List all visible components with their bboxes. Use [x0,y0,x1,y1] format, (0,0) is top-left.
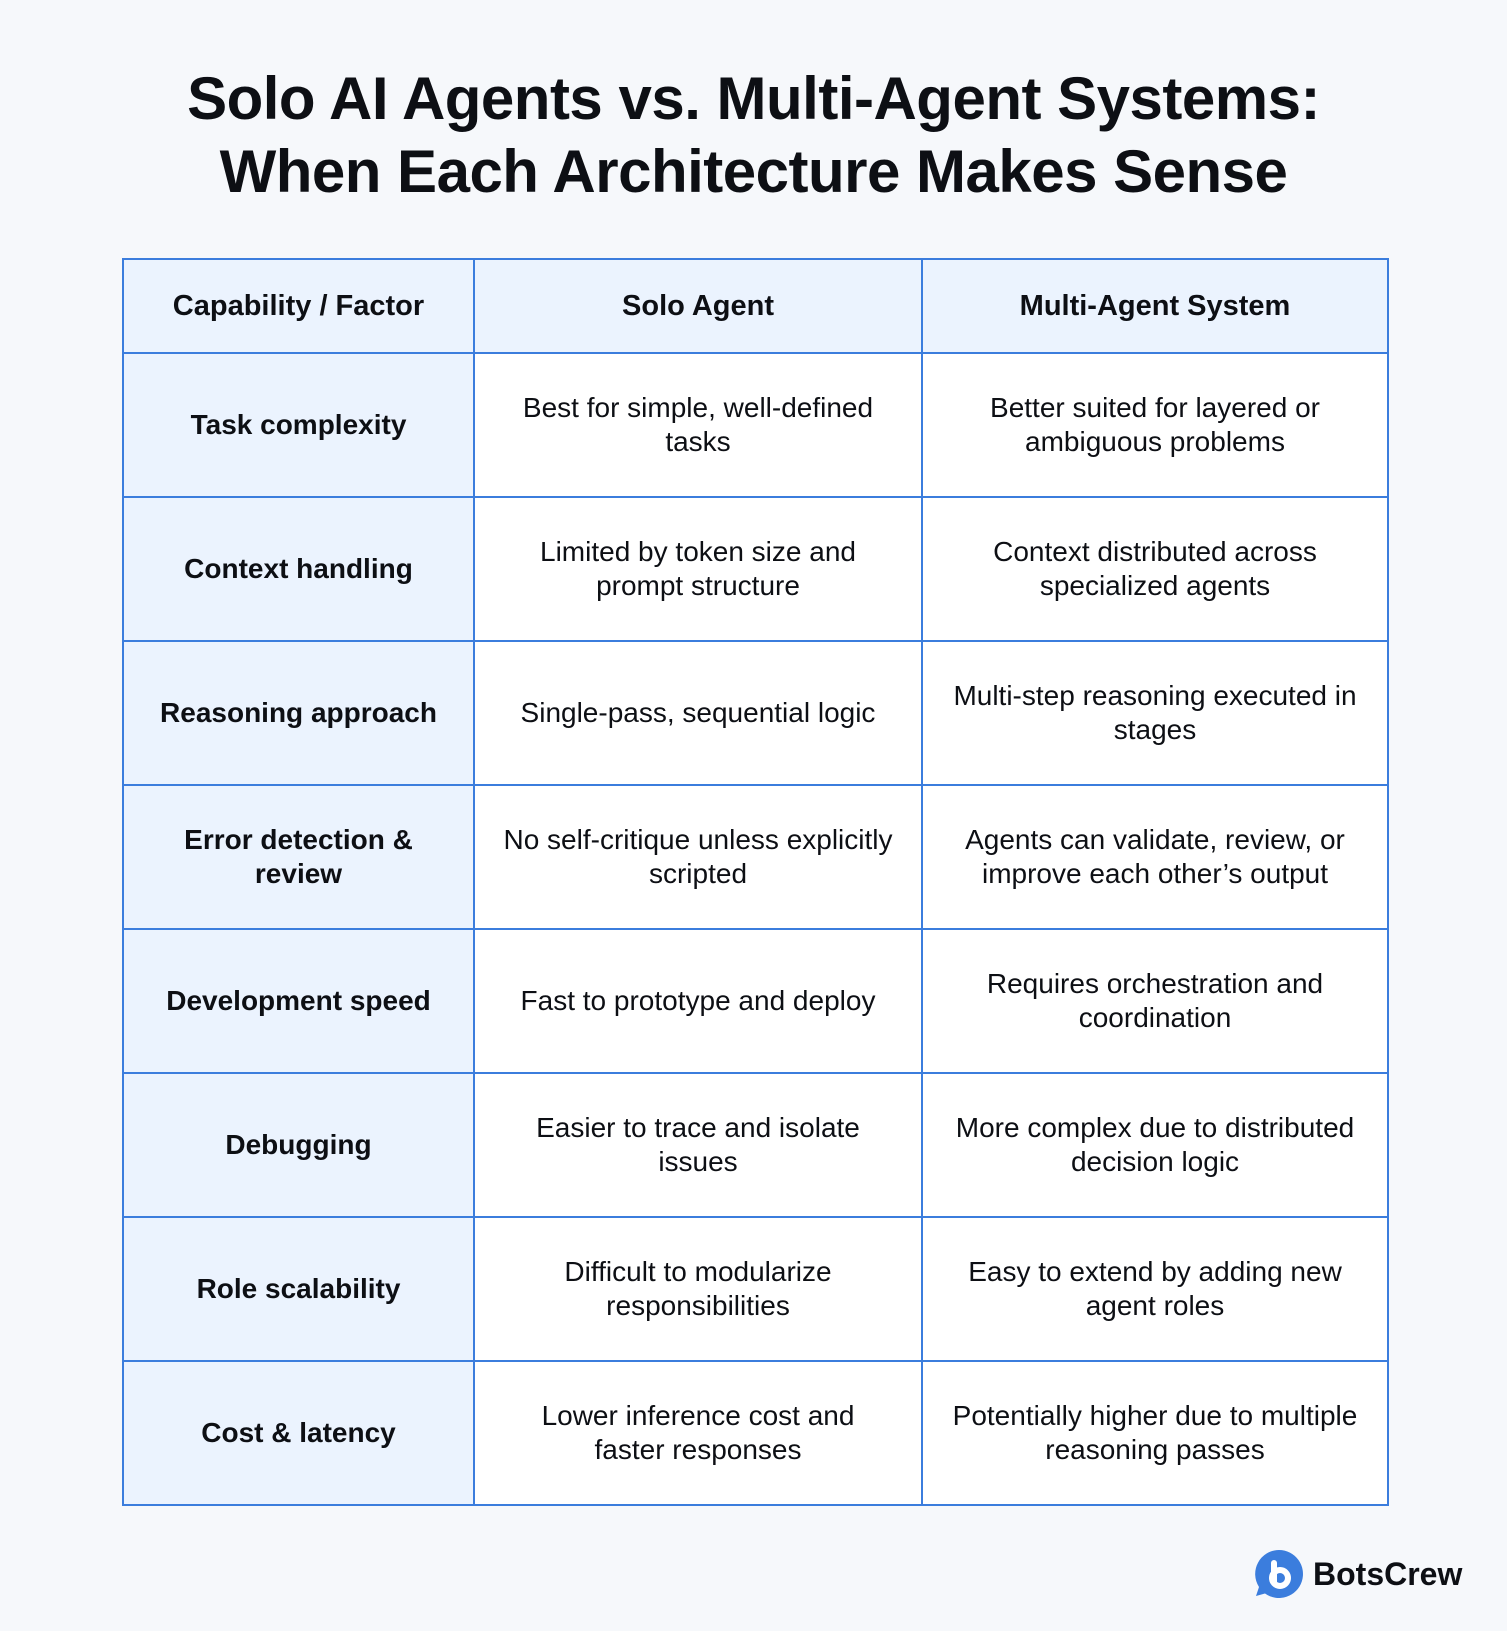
multi-cell: Potentially higher due to multiple reaso… [921,1360,1389,1506]
factor-cell: Role scalability [122,1216,475,1362]
solo-cell: Limited by token size and prompt structu… [473,496,923,642]
factor-cell: Context handling [122,496,475,642]
factor-cell: Development speed [122,928,475,1074]
multi-cell: Easy to extend by adding new agent roles [921,1216,1389,1362]
page-title: Solo AI Agents vs. Multi-Agent Systems: … [0,62,1507,208]
title-line-2: When Each Architecture Makes Sense [219,138,1288,205]
solo-cell: Best for simple, well-defined tasks [473,352,923,498]
brand-name: BotsCrew [1313,1555,1463,1592]
solo-cell: Difficult to modularize responsibilities [473,1216,923,1362]
header-row: Capability / Factor Solo Agent Multi-Age… [122,258,1389,354]
factor-cell: Debugging [122,1072,475,1218]
multi-cell: More complex due to distributed decision… [921,1072,1389,1218]
factor-cell: Task complexity [122,352,475,498]
factor-cell: Error detection & review [122,784,475,930]
multi-cell: Better suited for layered or ambiguous p… [921,352,1389,498]
header-factor: Capability / Factor [122,258,475,354]
multi-cell: Agents can validate, review, or improve … [921,784,1389,930]
factor-cell: Reasoning approach [122,640,475,786]
solo-cell: Fast to prototype and deploy [473,928,923,1074]
botscrew-logo: BotsCrew [1253,1548,1462,1600]
multi-cell: Requires orchestration and coordination [921,928,1389,1074]
solo-cell: Lower inference cost and faster response… [473,1360,923,1506]
header-multi: Multi-Agent System [921,258,1389,354]
title-line-1: Solo AI Agents vs. Multi-Agent Systems: [187,65,1320,132]
botscrew-logo-icon [1255,1550,1303,1598]
multi-cell: Context distributed across specialized a… [921,496,1389,642]
multi-cell: Multi-step reasoning executed in stages [921,640,1389,786]
solo-cell: Easier to trace and isolate issues [473,1072,923,1218]
factor-cell: Cost & latency [122,1360,475,1506]
solo-cell: Single-pass, sequential logic [473,640,923,786]
comparison-table: Capability / Factor Solo Agent Multi-Age… [122,258,1389,1506]
solo-cell: No self-critique unless explicitly scrip… [473,784,923,930]
header-solo: Solo Agent [473,258,923,354]
